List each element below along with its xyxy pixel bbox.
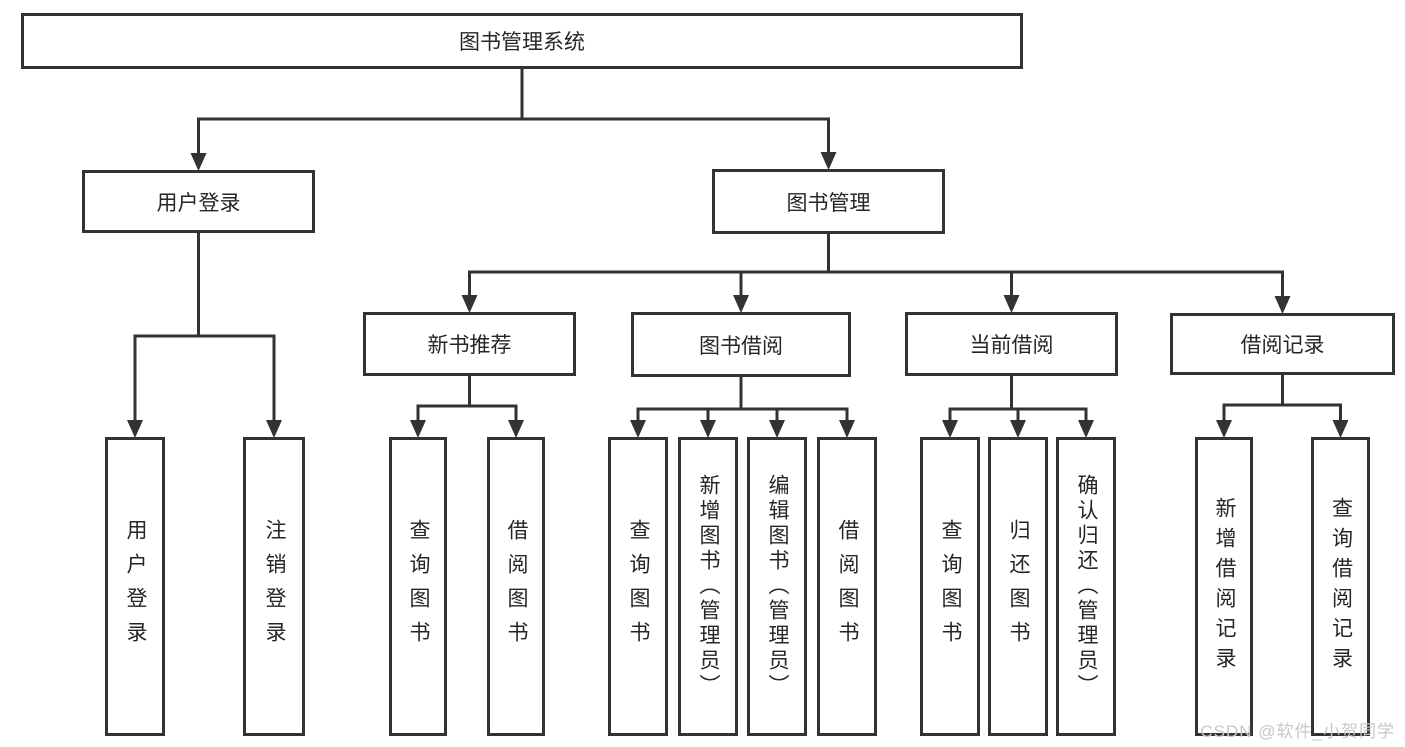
edge-mgmt (461, 232, 1291, 314)
arrowhead-br-query (1332, 420, 1349, 438)
edge-path-borrow-records (1222, 373, 1342, 424)
node-mgmt: 图书管理 (712, 169, 945, 234)
arrowhead-mgmt (820, 152, 837, 170)
node-nb-query: 查询图书 (389, 437, 447, 736)
node-current-borrow: 当前借阅 (905, 312, 1118, 376)
edge-system (190, 67, 837, 171)
edge-path-system (197, 67, 830, 157)
node-login: 用户登录 (82, 170, 315, 233)
node-new-book: 新书推荐 (363, 312, 576, 376)
edge-current-borrow (942, 374, 1094, 438)
arrowhead-br-add (1216, 420, 1232, 438)
edge-book-borrow (630, 375, 855, 438)
arrowhead-cb-confirm (1078, 420, 1094, 438)
edge-path-current-borrow (948, 374, 1088, 424)
arrowhead-bb-edit (769, 420, 785, 438)
node-nb-borrow: 借阅图书 (487, 437, 545, 736)
edge-path-login (133, 231, 276, 424)
arrowhead-leaf-user-login (127, 420, 143, 438)
arrowhead-nb-borrow (508, 420, 524, 438)
arrowhead-book-borrow (733, 295, 749, 313)
arrowhead-cb-query (942, 420, 958, 438)
node-cb-return: 归还图书 (988, 437, 1048, 736)
node-br-add: 新增借阅记录 (1195, 437, 1253, 736)
arrowhead-bb-add (700, 420, 716, 438)
arrowhead-bb-query (630, 420, 646, 438)
edge-path-book-borrow (636, 375, 849, 424)
arrowhead-login (190, 153, 207, 171)
edge-path-new-book (416, 374, 518, 424)
arrowhead-borrow-records (1274, 296, 1291, 314)
arrowhead-new-book (461, 295, 478, 313)
arrowhead-current-borrow (1003, 295, 1020, 313)
arrowhead-bb-borrow (839, 420, 855, 438)
node-bb-add: 新增图书（管理员） (678, 437, 738, 736)
node-bb-borrow: 借阅图书 (817, 437, 877, 736)
edge-new-book (410, 374, 524, 438)
node-leaf-logout: 注销登录 (243, 437, 305, 736)
edge-path-mgmt (468, 232, 1284, 300)
edge-login (127, 231, 282, 438)
node-book-borrow: 图书借阅 (631, 312, 851, 377)
node-cb-confirm: 确认归还（管理员） (1056, 437, 1116, 736)
node-system: 图书管理系统 (21, 13, 1023, 69)
node-cb-query: 查询图书 (920, 437, 980, 736)
node-br-query: 查询借阅记录 (1311, 437, 1370, 736)
node-bb-edit: 编辑图书（管理员） (747, 437, 807, 736)
arrowhead-nb-query (410, 420, 426, 438)
node-leaf-user-login: 用户登录 (105, 437, 165, 736)
arrowhead-cb-return (1010, 420, 1026, 438)
arrowhead-leaf-logout (266, 420, 282, 438)
edge-borrow-records (1216, 373, 1349, 438)
node-borrow-records: 借阅记录 (1170, 313, 1395, 375)
node-bb-query: 查询图书 (608, 437, 668, 736)
